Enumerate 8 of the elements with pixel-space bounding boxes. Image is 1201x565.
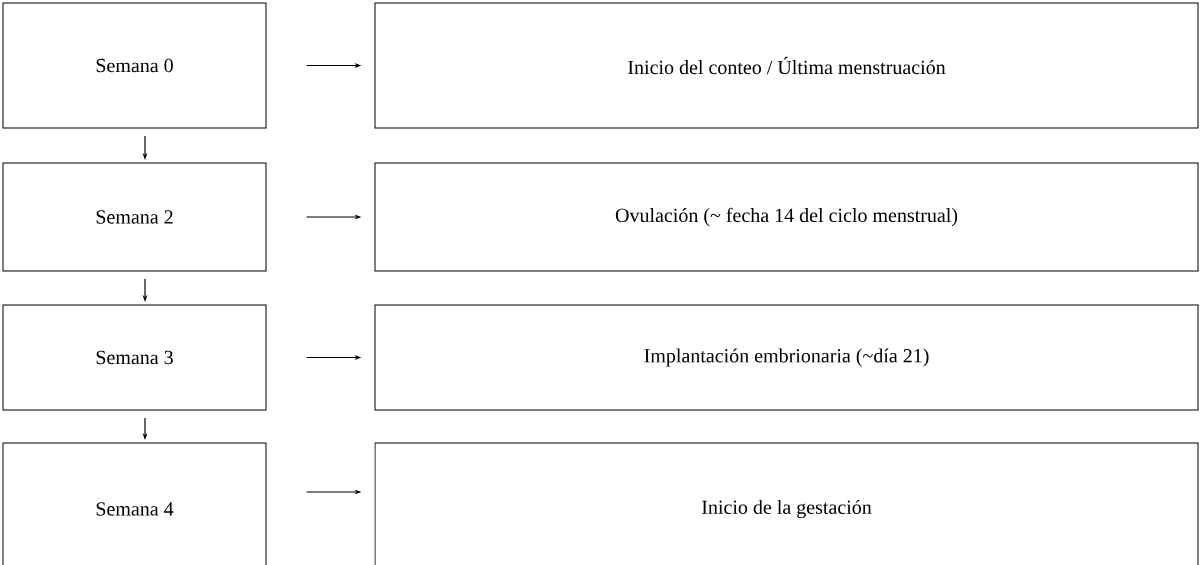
process-box: Inicio del conteo / Última menstruación <box>374 2 1199 129</box>
process-box: Semana 0 <box>2 2 267 129</box>
process-box: Inicio de la gestación <box>374 442 1199 565</box>
process-box: Ovulación (~ fecha 14 del ciclo menstrual) <box>374 162 1199 272</box>
process-box: Implantación embrionaria (~día 21) <box>374 304 1199 411</box>
process-box: Semana 4 <box>2 442 267 565</box>
process-box: Semana 2 <box>2 162 267 272</box>
process-box: Semana 3 <box>2 304 267 411</box>
